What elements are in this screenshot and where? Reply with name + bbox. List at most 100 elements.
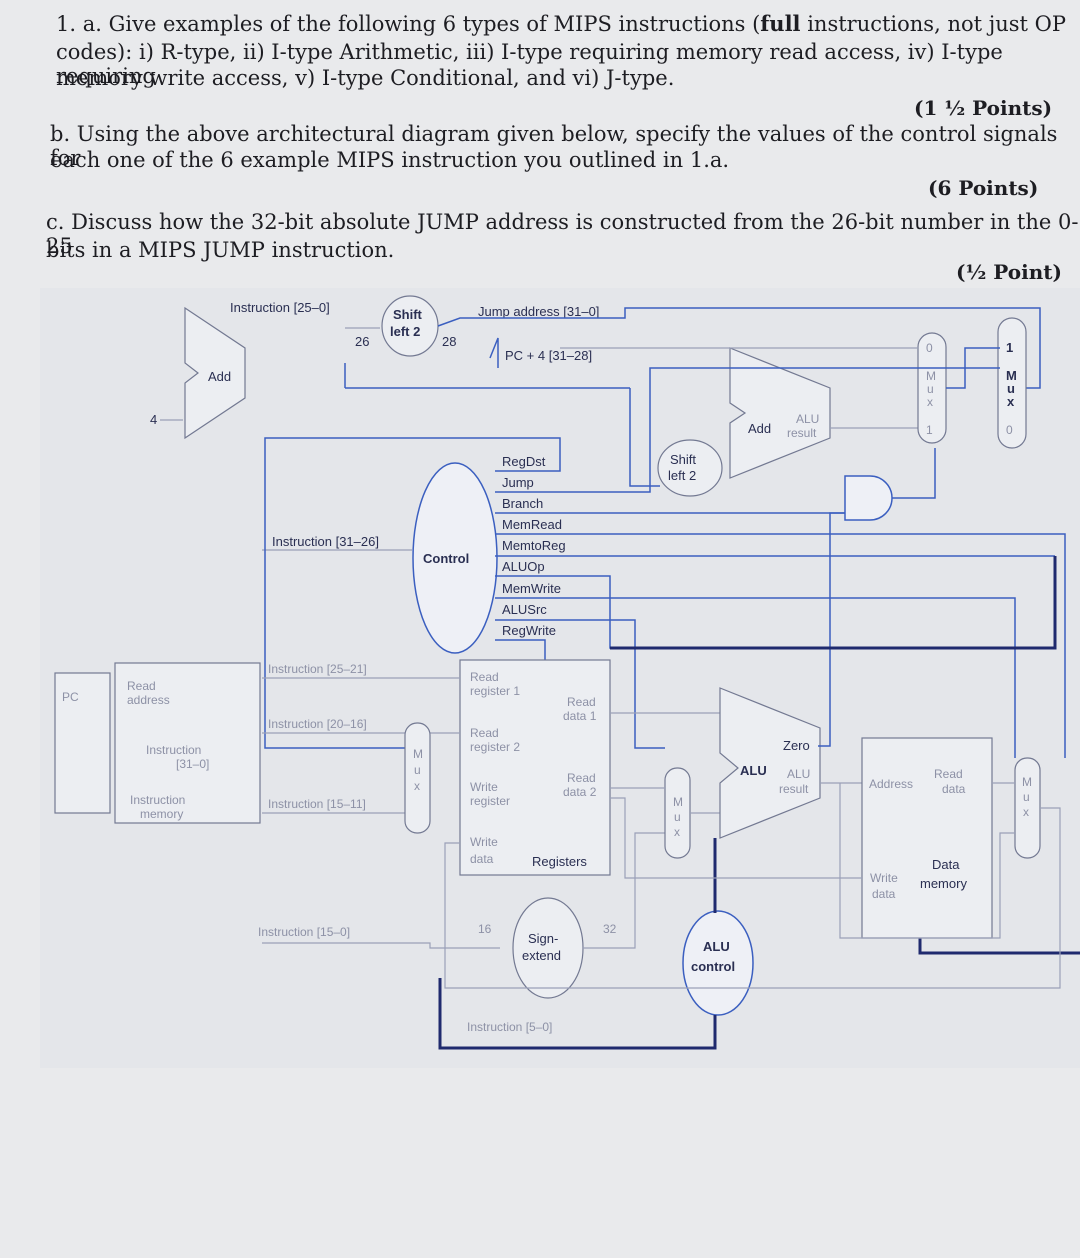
read-reg2-b: register 2: [470, 740, 520, 754]
mux-mem-x: x: [1023, 805, 1029, 819]
signal-aluop: ALUOp: [502, 559, 545, 574]
branch-and-gate: [844, 475, 893, 521]
pc-label: PC: [62, 690, 79, 704]
zero-label: Zero: [783, 738, 810, 753]
instr-25-21-label: Instruction [25–21]: [268, 662, 367, 676]
mux-mem-M: M: [1022, 775, 1032, 789]
signal-jump: Jump: [502, 475, 534, 490]
instr-mem-label-a: Instruction: [130, 793, 185, 807]
alu-result-top-b: result: [787, 426, 817, 440]
bits-26-label: 26: [355, 334, 369, 349]
registers-label: Registers: [532, 854, 587, 869]
add-left-label: Add: [208, 369, 231, 384]
shift-left-2-branch: [657, 439, 723, 497]
question-b-line2: each one of the 6 example MIPS instructi…: [50, 148, 730, 172]
signal-memtoreg: MemtoReg: [502, 538, 566, 553]
register-file: [459, 659, 611, 876]
shift-mid-label-a: Shift: [670, 452, 696, 467]
alu-control-b: control: [691, 959, 735, 974]
shift-mid-label-b: left 2: [668, 468, 696, 483]
mux-far-M: M: [1006, 368, 1017, 383]
signal-memread: MemRead: [502, 517, 562, 532]
alu-control-a: ALU: [703, 939, 730, 954]
mux-regdst-u: u: [414, 763, 421, 777]
bits-32-label: 32: [603, 922, 617, 936]
mux-top-0: 0: [926, 341, 933, 355]
mux-alusrc-M: M: [673, 795, 683, 809]
pc-adder: [184, 306, 246, 440]
signal-regdst: RegDst: [502, 454, 546, 469]
instr-5-0-label: Instruction [5–0]: [467, 1020, 552, 1034]
write-reg-b: register: [470, 794, 510, 808]
read-data2-b: data 2: [563, 785, 597, 799]
mux-far-u: u: [1007, 381, 1015, 396]
write-data-a: Write: [470, 835, 498, 849]
question-c-points: (½ Point): [956, 260, 1062, 284]
read-address-label-a: Read: [127, 679, 156, 693]
sign-extend-a: Sign-: [528, 931, 558, 946]
write-data-mem-b: data: [872, 887, 896, 901]
question-b-points: (6 Points): [928, 176, 1039, 200]
bits-16-label: 16: [478, 922, 492, 936]
question-c-line2: bits in a MIPS JUMP instruction.: [46, 238, 395, 262]
alu-result-top-a: ALU: [796, 412, 819, 426]
mips-datapath-diagram: PC Read address Instruction [31–0] Instr…: [40, 288, 1080, 1068]
question-a-line2: codes): i) R-type, ii) I-type Arithmetic…: [56, 40, 1003, 88]
pc-register: [54, 672, 111, 814]
write-data-b: data: [470, 852, 494, 866]
jump-address-label: Jump address [31–0]: [478, 304, 599, 319]
mux-far-x: x: [1007, 394, 1015, 409]
read-data2-a: Read: [567, 771, 596, 785]
mux-top-1: 1: [926, 423, 933, 437]
control-label: Control: [423, 551, 469, 566]
write-reg-a: Write: [470, 780, 498, 794]
shift-top-label-a: Shift: [393, 307, 423, 322]
control-unit: [412, 462, 498, 654]
branch-adder: [729, 347, 831, 479]
question-c-line1: c. Discuss how the 32-bit absolute JUMP …: [46, 210, 1079, 258]
mux-far-1: 1: [1006, 340, 1013, 355]
mux-jump: [997, 317, 1027, 449]
alu-label: ALU: [740, 763, 767, 778]
read-reg1-b: register 1: [470, 684, 520, 698]
read-data1-a: Read: [567, 695, 596, 709]
address-label: Address: [869, 777, 913, 791]
read-data-a: Read: [934, 767, 963, 781]
pc-plus4-label: PC + 4 [31–28]: [505, 348, 592, 363]
instr-15-11-label: Instruction [15–11]: [268, 797, 366, 811]
mux-top-x: x: [927, 395, 933, 409]
sign-extend-b: extend: [522, 948, 561, 963]
question-a-line1: 1. a. Give examples of the following 6 t…: [56, 11, 1066, 37]
instr-31-0-label-a: Instruction: [146, 743, 201, 757]
alu-result-a: ALU: [787, 767, 810, 781]
mux-mem-u: u: [1023, 790, 1030, 804]
alu-result-b: result: [779, 782, 809, 796]
instr-mem-label-b: memory: [140, 807, 183, 821]
mux-regdst-x: x: [414, 779, 420, 793]
signal-memwrite: MemWrite: [502, 581, 561, 596]
data-memory: [861, 737, 993, 939]
mux-top-u: u: [927, 382, 934, 396]
four-label: 4: [150, 412, 157, 427]
signal-alusrc: ALUSrc: [502, 602, 547, 617]
mux-top-M: M: [926, 369, 936, 383]
mux-alusrc-u: u: [674, 810, 681, 824]
instr-31-26-label: Instruction [31–26]: [272, 534, 379, 549]
bits-28-label: 28: [442, 334, 456, 349]
data-memory-b: memory: [920, 876, 967, 891]
write-data-mem-a: Write: [870, 871, 898, 885]
main-alu: [719, 687, 821, 839]
instr-15-0-label: Instruction [15–0]: [258, 925, 350, 939]
alu-control: [682, 910, 754, 1016]
read-reg1-a: Read: [470, 670, 499, 684]
mux-alusrc-x: x: [674, 825, 680, 839]
read-address-label-b: address: [127, 693, 170, 707]
signal-regwrite: RegWrite: [502, 623, 556, 638]
instr-20-16-label: Instruction [20–16]: [268, 717, 367, 731]
question-a-line3: memory write access, v) I-type Condition…: [56, 66, 675, 90]
read-data1-b: data 1: [563, 709, 597, 723]
read-reg2-a: Read: [470, 726, 499, 740]
instr-31-0-label-b: [31–0]: [176, 757, 209, 771]
mux-far-0: 0: [1006, 423, 1013, 437]
add-right-label: Add: [748, 421, 771, 436]
